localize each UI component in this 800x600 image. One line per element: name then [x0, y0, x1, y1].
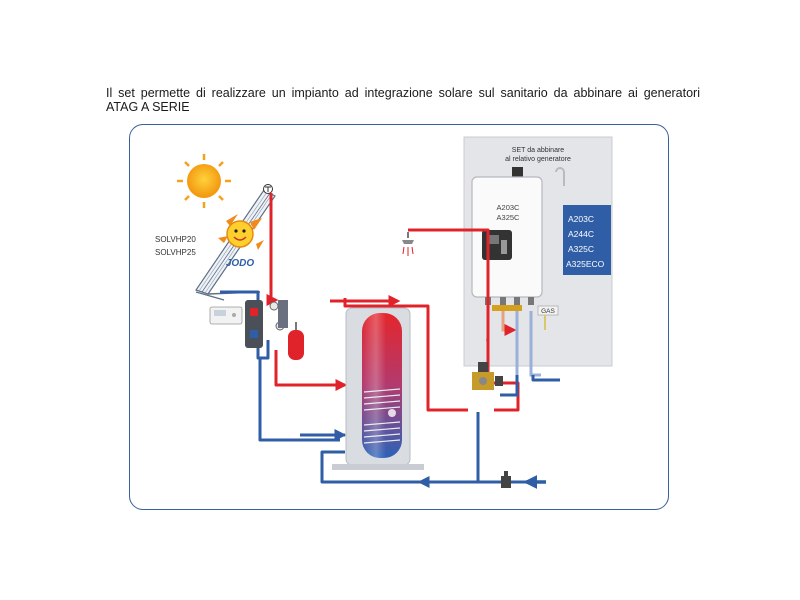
set-title-line1: SET da abbinare [512, 147, 565, 154]
pump-group-icon [245, 300, 288, 348]
mixing-valve-group [472, 362, 503, 390]
expansion-vessel-icon [288, 322, 304, 360]
collector-model-0: SOLVHP20 [155, 235, 196, 244]
model-item-2: A325C [568, 244, 594, 254]
gas-label: GAS [541, 308, 555, 315]
sun-icon [177, 154, 231, 208]
model-item-3: A325ECO [566, 259, 605, 269]
thermometer-icon [263, 184, 273, 194]
jodo-mascot: JODO [218, 214, 264, 269]
flue-outlet [512, 167, 523, 177]
boiler-label-line2: A325C [497, 213, 521, 222]
boiler-label-line1: A203C [497, 203, 521, 212]
valve-icon [501, 471, 511, 488]
set-title-line2: al relativo generatore [505, 156, 571, 163]
jodo-logo-text: JODO [226, 258, 255, 269]
diagram-frame [129, 124, 669, 510]
model-item-1: A244C [568, 229, 594, 239]
collector-model-1: SOLVHP25 [155, 248, 196, 257]
model-list: A203C A244C A325C A325ECO [563, 205, 611, 275]
shower-icon [402, 232, 414, 256]
intro-text-line2: ATAG A SERIE [106, 100, 190, 114]
boiler-icon: A203C A325C [471, 176, 543, 311]
intro-text-line1: Il set permette di realizzare un impiant… [106, 86, 700, 100]
model-item-0: A203C [568, 214, 594, 224]
controller-icon [209, 306, 243, 325]
storage-tank-icon [332, 307, 424, 470]
